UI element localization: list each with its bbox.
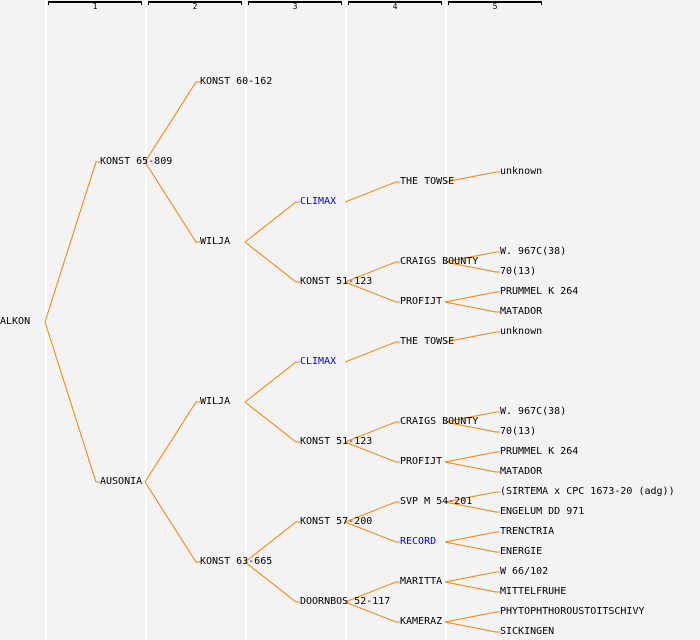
ancestor-name[interactable]: DOORNBOS 52-117 xyxy=(300,596,391,607)
ancestor-name[interactable]: ENERGIE xyxy=(500,546,543,557)
ancestor-name[interactable]: 70(13) xyxy=(500,266,537,277)
pedigree-connector-line xyxy=(344,421,400,443)
pedigree-connector-line xyxy=(344,601,400,623)
ancestor-name[interactable]: MARITTA xyxy=(400,576,443,587)
pedigree-connector-line xyxy=(344,441,400,463)
pedigree-connector-line xyxy=(444,331,500,343)
pedigree-connector-line xyxy=(244,401,300,443)
generation-number: 5 xyxy=(492,2,498,11)
ancestor-name[interactable]: KONST 65-809 xyxy=(100,156,173,167)
ancestor-name[interactable]: ENGELUM DD 971 xyxy=(500,506,585,517)
generation-bracket xyxy=(348,1,442,5)
pedigree-connector-line xyxy=(244,201,300,243)
pedigree-connector-line xyxy=(444,291,500,303)
ancestor-name[interactable]: KAMERAZ xyxy=(400,616,443,627)
ancestor-name[interactable]: PHYTOPHTHOROUSTOITSCHIVY xyxy=(500,606,645,617)
pedigree-connector-line xyxy=(444,571,500,583)
ancestor-name[interactable]: WILJA xyxy=(200,396,231,407)
pedigree-connector-line xyxy=(44,161,100,323)
generation-number: 4 xyxy=(392,2,398,11)
pedigree-connector-line xyxy=(344,501,400,523)
pedigree-connector-line xyxy=(444,491,500,503)
column-separator xyxy=(445,0,447,640)
ancestor-name[interactable]: CRAIGS BOUNTY xyxy=(400,256,479,267)
pedigree-connector-line xyxy=(444,621,500,633)
ancestor-name[interactable]: W. 967C(38) xyxy=(500,406,567,417)
ancestor-name[interactable]: unknown xyxy=(500,166,543,177)
ancestor-name[interactable]: W 66/102 xyxy=(500,566,549,577)
pedigree-connector-line xyxy=(344,281,400,303)
ancestor-name[interactable]: PROFIJT xyxy=(400,456,443,467)
pedigree-connector-line xyxy=(144,161,200,243)
pedigree-connector-line xyxy=(244,521,300,563)
pedigree-connector-line xyxy=(444,581,500,593)
ancestor-name[interactable]: WILJA xyxy=(200,236,231,247)
pedigree-connector-line xyxy=(244,361,300,403)
ancestor-name[interactable]: TRENCTRIA xyxy=(500,526,555,537)
pedigree-connector-line xyxy=(444,421,500,433)
subject-name[interactable]: ALKON xyxy=(0,316,31,327)
ancestor-name[interactable]: PRUMMEL K 264 xyxy=(500,446,579,457)
ancestor-name[interactable]: THE TOWSE xyxy=(400,336,455,347)
pedigree-connector-line xyxy=(144,81,200,163)
pedigree-connector-line xyxy=(444,611,500,623)
pedigree-connector-line xyxy=(444,171,500,183)
ancestor-name[interactable]: KONST 63-665 xyxy=(200,556,273,567)
ancestor-name[interactable]: CRAIGS BOUNTY xyxy=(400,416,479,427)
pedigree-connector-line xyxy=(444,261,500,273)
ancestor-name[interactable]: PROFIJT xyxy=(400,296,443,307)
pedigree-connector-line xyxy=(444,451,500,463)
column-separator xyxy=(145,0,147,640)
ancestor-name[interactable]: CLIMAX xyxy=(300,356,337,367)
ancestor-name[interactable]: MITTELFRUHE xyxy=(500,586,567,597)
generation-number: 3 xyxy=(292,2,298,11)
pedigree-connector-line xyxy=(444,251,500,263)
pedigree-connector-line xyxy=(244,241,300,283)
pedigree-connector-line xyxy=(244,561,300,603)
pedigree-connector-line xyxy=(444,411,500,423)
ancestor-name[interactable]: KONST 60-162 xyxy=(200,76,273,87)
pedigree-connector-line xyxy=(144,481,200,563)
generation-bracket xyxy=(48,1,142,5)
ancestor-name[interactable]: 70(13) xyxy=(500,426,537,437)
ancestor-name[interactable]: CLIMAX xyxy=(300,196,337,207)
pedigree-connector-line xyxy=(444,531,500,543)
ancestor-name[interactable]: RECORD xyxy=(400,536,437,547)
column-separator xyxy=(245,0,247,640)
pedigree-connector-line xyxy=(344,341,400,363)
pedigree-connector-line xyxy=(344,181,400,203)
ancestor-name[interactable]: SVP M 54-201 xyxy=(400,496,473,507)
pedigree-connector-line xyxy=(344,581,400,603)
ancestor-name[interactable]: PRUMMEL K 264 xyxy=(500,286,579,297)
ancestor-name[interactable]: THE TOWSE xyxy=(400,176,455,187)
ancestor-name[interactable]: (SIRTEMA x CPC 1673-20 (adg)) xyxy=(500,486,675,497)
pedigree-connector-line xyxy=(144,401,200,483)
column-separator xyxy=(345,0,347,640)
ancestor-name[interactable]: W. 967C(38) xyxy=(500,246,567,257)
pedigree-connector-line xyxy=(444,301,500,313)
ancestor-name[interactable]: KONST 51-123 xyxy=(300,276,373,287)
generation-bracket xyxy=(448,1,542,5)
ancestor-name[interactable]: KONST 57-200 xyxy=(300,516,373,527)
ancestor-name[interactable]: SICKINGEN xyxy=(500,626,555,637)
generation-number: 1 xyxy=(92,2,98,11)
generation-bracket xyxy=(248,1,342,5)
pedigree-connector-line xyxy=(344,521,400,543)
ancestor-name[interactable]: MATADOR xyxy=(500,306,543,317)
pedigree-connector-line xyxy=(444,461,500,473)
ancestor-name[interactable]: MATADOR xyxy=(500,466,543,477)
ancestor-name[interactable]: KONST 51-123 xyxy=(300,436,373,447)
pedigree-connector-line xyxy=(444,541,500,553)
ancestor-name[interactable]: AUSONIA xyxy=(100,476,143,487)
pedigree-connector-line xyxy=(444,501,500,513)
generation-number: 2 xyxy=(192,2,198,11)
pedigree-connector-line xyxy=(344,261,400,283)
pedigree-connector-line xyxy=(44,321,100,483)
generation-bracket xyxy=(148,1,242,5)
ancestor-name[interactable]: unknown xyxy=(500,326,543,337)
